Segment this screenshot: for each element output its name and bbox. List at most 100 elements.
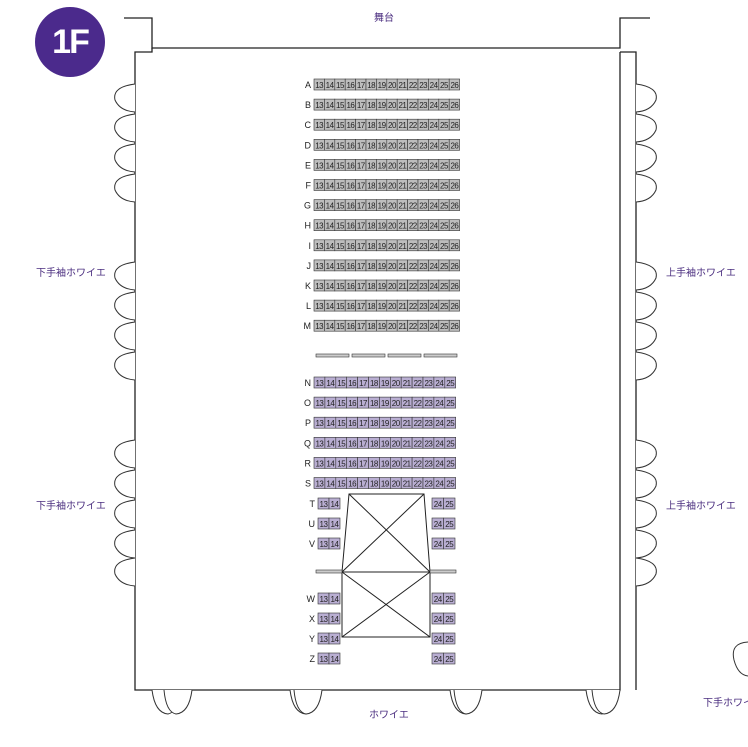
seat-number: 20 [388, 202, 397, 211]
row-label: H [305, 221, 312, 231]
seat-number: 14 [326, 262, 335, 271]
door-icon [635, 557, 657, 587]
door-icon [114, 83, 136, 113]
seat-number: 23 [424, 480, 433, 489]
seat [448, 179, 460, 191]
seat [448, 159, 460, 171]
seat-number: 26 [450, 161, 459, 170]
seat-number: 15 [336, 282, 345, 291]
seat-number: 17 [357, 262, 366, 271]
seat-number: 16 [346, 161, 355, 170]
seat-number: 24 [435, 379, 444, 388]
seat-number: 21 [398, 101, 407, 110]
seat-number: 17 [359, 439, 368, 448]
right-foyer-label-upper: 上手袖ホワイエ [666, 268, 736, 279]
seat-number: 24 [430, 182, 439, 191]
seat-number: 26 [450, 141, 459, 150]
seat-number: 19 [378, 282, 387, 291]
seat-number: 18 [367, 322, 376, 331]
seat [443, 592, 456, 605]
seat-number: 16 [346, 282, 355, 291]
seat-number: 23 [419, 302, 428, 311]
seat-number: 15 [336, 182, 345, 191]
row-label: M [304, 321, 312, 331]
seat-number: 21 [403, 459, 412, 468]
seat-number: 24 [434, 595, 443, 604]
seat-number: 14 [331, 595, 340, 604]
seat-number: 13 [315, 480, 324, 489]
seat-number: 25 [446, 439, 455, 448]
seat-number: 17 [359, 419, 368, 428]
seat-number: 18 [367, 202, 376, 211]
seat-number: 26 [450, 121, 459, 130]
seat-number: 24 [430, 282, 439, 291]
seat-number: 21 [403, 439, 412, 448]
seat-number: 23 [419, 121, 428, 130]
seat-number: 23 [419, 141, 428, 150]
seat-number: 18 [370, 379, 379, 388]
row-label: R [305, 458, 312, 468]
seat-number: 19 [378, 222, 387, 231]
seat-number: 20 [388, 322, 397, 331]
seat-number: 23 [419, 222, 428, 231]
structure-upper [341, 493, 431, 573]
door-icon [114, 351, 136, 381]
seat-number: 18 [367, 262, 376, 271]
seat-number: 24 [435, 439, 444, 448]
seat-number: 13 [315, 242, 324, 251]
seat-number: 14 [326, 182, 335, 191]
seat-number: 13 [315, 282, 324, 291]
seat [444, 376, 456, 389]
door-icon [591, 689, 621, 715]
seat-number: 26 [450, 202, 459, 211]
seat-number: 24 [435, 459, 444, 468]
seat-number: 19 [381, 379, 390, 388]
seat [443, 652, 456, 665]
seat-number: 13 [315, 141, 324, 150]
seat-number: 13 [315, 121, 324, 130]
seat-number: 22 [409, 322, 418, 331]
seat-number: 22 [414, 480, 423, 489]
seat-number: 13 [320, 540, 329, 549]
seat-number: 14 [331, 500, 340, 509]
seat-number: 13 [315, 379, 324, 388]
seat-number: 22 [409, 141, 418, 150]
seat-number: 20 [392, 480, 401, 489]
seat-number: 13 [320, 635, 329, 644]
seat-number: 18 [367, 182, 376, 191]
seat-number: 13 [315, 81, 324, 90]
seat-number: 15 [336, 302, 345, 311]
seat-number: 20 [388, 302, 397, 311]
seat-number: 20 [388, 242, 397, 251]
seat-number: 18 [367, 101, 376, 110]
row-label: G [304, 201, 311, 211]
aisle-bar [351, 353, 386, 358]
row-label: U [309, 519, 316, 529]
seat-number: 25 [440, 202, 449, 211]
seat-number: 19 [378, 322, 387, 331]
seat-number: 15 [336, 262, 345, 271]
seat-number: 16 [346, 262, 355, 271]
seat-number: 24 [430, 202, 439, 211]
seat-number: 22 [409, 121, 418, 130]
seat-number: 18 [367, 121, 376, 130]
seat-number: 25 [440, 101, 449, 110]
seat-number: 15 [336, 161, 345, 170]
seat-number: 24 [435, 480, 444, 489]
seat [448, 78, 460, 91]
seat-number: 23 [419, 282, 428, 291]
seat-number: 21 [398, 81, 407, 90]
seat-number: 14 [326, 302, 335, 311]
seat-number: 22 [414, 399, 423, 408]
seat-number: 26 [450, 222, 459, 231]
seat-number: 25 [445, 655, 454, 664]
seat-number: 23 [424, 399, 433, 408]
door-icon [163, 689, 193, 715]
door-icon [293, 689, 323, 715]
seat-number: 19 [378, 101, 387, 110]
seat-number: 25 [440, 182, 449, 191]
